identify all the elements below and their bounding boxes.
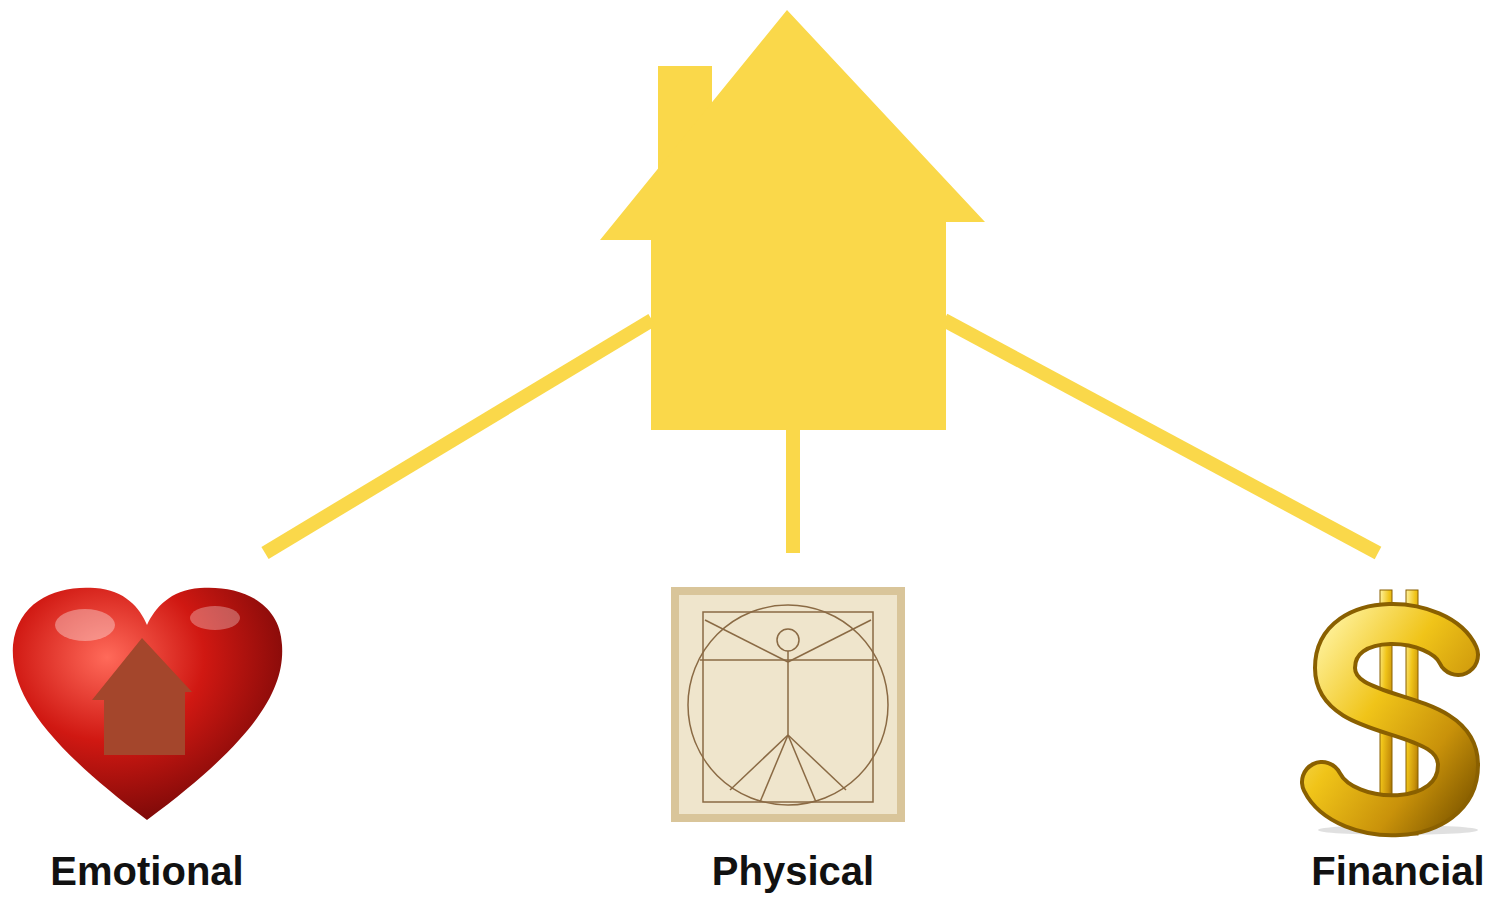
dollar-icon [1318, 590, 1478, 835]
icon-label-box: Emotional [46, 846, 247, 896]
category-label: Physical [712, 848, 874, 894]
category-label: Financial [1311, 848, 1484, 894]
vitruvian-icon [671, 587, 905, 822]
icon-label-box: Financial [1307, 846, 1488, 896]
leader-lines [265, 320, 1378, 553]
icon-label-box: Physical [708, 846, 878, 896]
house-symbol [600, 10, 985, 430]
category-label: Emotional [50, 848, 243, 894]
heart-icon [13, 588, 282, 820]
